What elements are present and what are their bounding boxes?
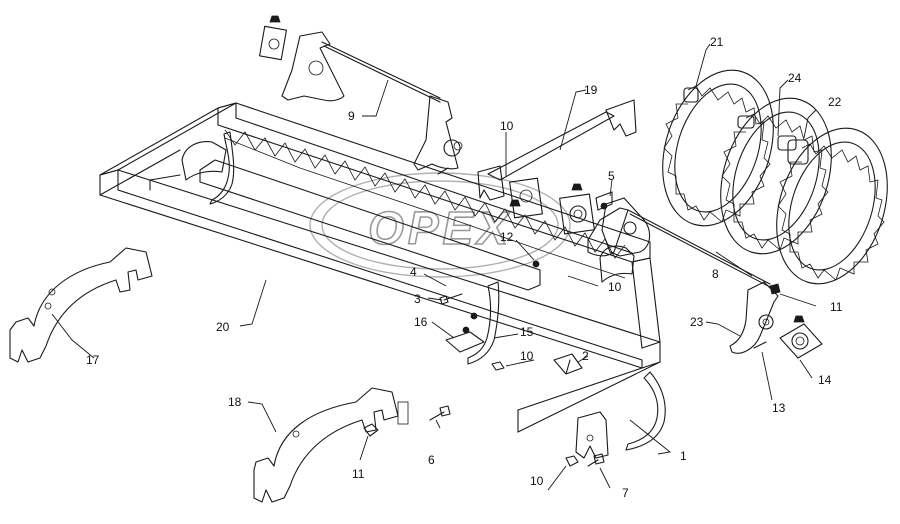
mid-tine	[467, 281, 500, 365]
callout-10-bottom: 10	[530, 474, 544, 488]
callout-14: 14	[818, 373, 832, 387]
nut-11	[363, 423, 379, 437]
left-hanger-assembly	[259, 15, 463, 175]
callout-17: 17	[86, 353, 100, 367]
callout-10-mid: 10	[520, 349, 534, 363]
cage-rollers	[662, 69, 888, 285]
callout-7: 7	[622, 486, 629, 500]
callout-6: 6	[428, 453, 435, 467]
callout-13: 13	[772, 401, 786, 415]
bolt-6	[429, 405, 451, 421]
callout-20: 20	[216, 320, 230, 334]
watermark-logo: OPEX	[309, 172, 571, 278]
leader-lines	[51, 43, 817, 491]
main-frame	[99, 102, 661, 433]
callout-22: 22	[828, 95, 842, 109]
callout-1: 1	[680, 449, 687, 463]
angle-bracket	[553, 353, 583, 375]
callout-3: 3	[414, 292, 421, 306]
callout-10-top: 10	[500, 119, 514, 133]
callout-2: 2	[582, 349, 589, 363]
side-plate-17	[9, 247, 153, 363]
watermark-text: OPEX	[368, 202, 512, 254]
nut-10-bottom	[565, 455, 579, 467]
callout-21: 21	[710, 35, 724, 49]
callout-23: 23	[690, 315, 704, 329]
right-hanger-assembly	[532, 197, 823, 359]
callout-8: 8	[712, 267, 719, 281]
spring-tine	[625, 371, 666, 451]
bolt-3	[439, 293, 463, 305]
center-bracket-assembly	[477, 165, 629, 257]
callout-4: 4	[410, 265, 417, 279]
callout-18: 18	[228, 395, 242, 409]
cage-roller-21	[662, 69, 774, 227]
bolt-7	[587, 453, 605, 467]
bar-19	[487, 111, 615, 181]
clamp-plate	[445, 331, 485, 353]
callout-5: 5	[608, 169, 615, 183]
cage-roller-24	[720, 97, 832, 255]
callout-11-bottom: 11	[352, 467, 365, 481]
callout-12: 12	[500, 230, 514, 244]
spring-tine-left	[209, 131, 235, 205]
callout-11-right: 11	[830, 300, 843, 314]
callout-10-right: 10	[608, 280, 622, 294]
nut-10	[491, 361, 505, 371]
callout-15: 15	[520, 325, 534, 339]
callout-16: 16	[414, 315, 428, 329]
side-plate-18	[253, 387, 399, 503]
callout-24: 24	[788, 71, 802, 85]
cage-roller-22	[776, 127, 888, 285]
callout-19: 19	[584, 83, 598, 97]
callouts: 1 2 3 4 5 6 7 8 9 10 10 10 10 11 11 12 1…	[86, 35, 843, 500]
callout-9: 9	[348, 109, 355, 123]
